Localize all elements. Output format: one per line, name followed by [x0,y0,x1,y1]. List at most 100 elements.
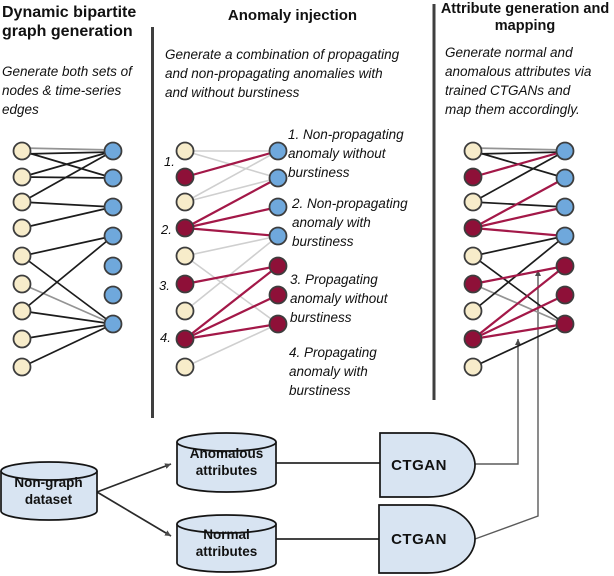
text-line: Generate a combination of propagating [165,47,400,62]
graph-edge-black [21,150,114,203]
graph-edge-red [184,264,279,286]
text-line: mapping [494,18,556,34]
graph-node-blue [103,197,123,217]
graph-node-maroon [555,285,575,305]
panel-title-middle: Anomaly injection [227,7,358,24]
graph-edge-black [472,255,566,325]
ctgan-top-label: CTGAN [391,457,447,474]
graph-node-maroon [268,285,288,305]
database-cylinder-anomalous [176,432,277,493]
graph-edge-gray_dark [472,283,566,325]
graph-node-blue [555,197,575,217]
graph-edge-black [472,151,566,155]
bipartite-graph-right [463,141,575,377]
graph-node-blue [103,168,123,188]
text-line: attributes [195,543,258,559]
graph-node-maroon [175,167,195,187]
graph-edge-gray_light [184,235,279,312]
graph-edge-red [472,205,566,230]
graph-edge-gray_dark [472,147,566,151]
graph-edge-red [472,149,566,179]
graph-edge-black [21,201,114,208]
graph-node-yellow [463,141,483,161]
text-line: anomaly without [288,146,386,161]
ctgan-gate-bottom [378,504,476,574]
graph-node-maroon [268,314,288,334]
text-line: Non-graph [14,475,83,490]
graph-node-blue [555,168,575,188]
graph-edge-red [184,265,279,340]
graph-node-blue [103,226,123,246]
graph-node-yellow [175,192,195,212]
graph-edge-red [472,177,566,229]
graph-node-yellow [12,141,32,161]
database-cylinder-nongraph-body [0,471,98,521]
database-cylinder-nongraph [0,461,98,521]
graph-node-maroon [175,329,195,349]
flow-arrow-ctgan-bottom-to-graph [474,270,541,540]
graph-node-maroon [555,314,575,334]
graph-edge-black [21,151,114,155]
graph-edge-gray_dark [21,283,114,325]
node-number-4: 4. [160,330,171,345]
graph-node-yellow [463,301,483,321]
bipartite-graph-left [12,141,123,377]
text-line: edges [2,102,39,117]
graph-edge-red [472,294,566,340]
database-cylinder-nongraph-top [0,461,98,481]
database-cylinder-normal [176,514,277,573]
graph-node-yellow [175,141,195,161]
graph-node-blue [103,285,123,305]
graph-node-yellow [463,246,483,266]
graph-node-maroon [268,256,288,276]
graph-edge-black [21,255,114,325]
graph-edge-black [21,323,114,368]
text-line: 3. Propagating [290,272,378,287]
graph-edge-black [21,176,114,179]
graph-node-yellow [175,246,195,266]
flow-arrow-to-normal [96,491,172,537]
flow-connectors [96,270,541,540]
graph-node-maroon [463,274,483,294]
text-line: and non-propagating anomalies with [165,66,383,81]
graph-edge-black [21,235,114,257]
text-line: trained CTGANs and [445,83,571,98]
graph-edge-red [472,265,566,340]
node-number-1: 1. [164,154,175,169]
graph-node-yellow [12,246,32,266]
database-cylinder-normal-top [176,514,277,534]
text-line: 1. Non-propagating [288,127,404,142]
graph-edge-red [184,226,279,238]
graph-node-yellow [12,167,32,187]
graph-edge-red [184,177,279,229]
ctgan-gate-top [379,432,476,498]
graph-edge-gray_light [184,255,279,325]
graph-node-yellow [12,301,32,321]
text-line: burstiness [288,165,350,180]
graph-node-yellow [175,301,195,321]
graph-edge-black [472,235,566,312]
graph-node-maroon [463,167,483,187]
graph-edge-gray_light [184,235,279,257]
text-line: Normal [203,527,250,542]
database-cylinder-anomalous-top [176,432,277,452]
text-line: burstiness [289,383,351,398]
graph-node-blue [103,256,123,276]
graph-node-blue [103,141,123,161]
graph-edge-black [21,206,114,229]
graph-edge-red [184,322,279,341]
text-line: anomaly with [292,215,371,230]
flow-arrow-ctgan-top-to-graph [475,339,521,465]
graph-edge-red [184,149,279,179]
graph-node-blue [103,314,123,334]
graph-edge-gray_light [184,177,279,203]
graph-edge-red [472,226,566,238]
graph-edge-black [21,150,114,178]
